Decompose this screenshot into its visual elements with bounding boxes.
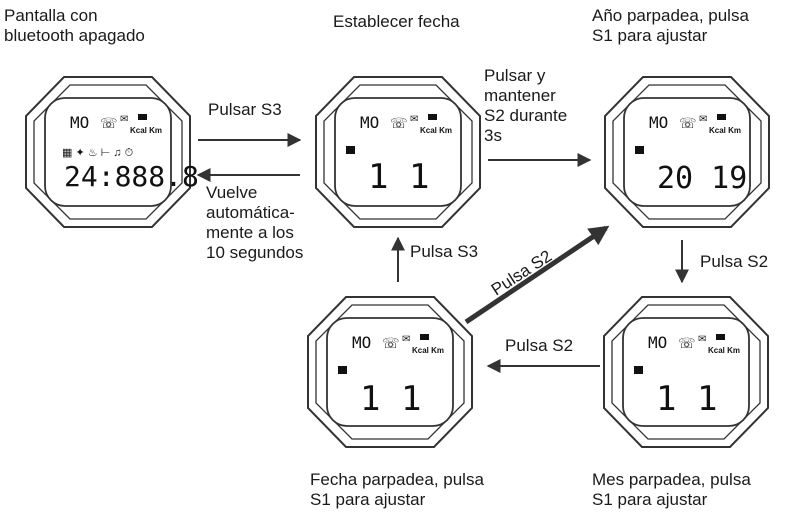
label-press-s2-down: Pulsa S2 — [700, 252, 769, 271]
watch-digits: 1 1 — [656, 379, 717, 419]
watch-top-icons: MO — [648, 333, 667, 352]
caption-date-blink: Fecha parpadea, pulsa S1 para ajustar — [310, 470, 484, 509]
watch-units: Kcal Km — [412, 346, 444, 355]
calendar-icon — [634, 366, 643, 374]
caption-year-blink: Año parpadea, pulsa S1 para ajustar — [592, 6, 749, 45]
mail-icon: ✉ — [699, 114, 707, 125]
label-press-s3-up: Pulsa S3 — [410, 242, 479, 261]
phone-icon: ☏ — [100, 115, 118, 131]
battery-icon — [717, 114, 726, 120]
watch-year-blink: MO ☏ ✉ Kcal Km 20 19 — [604, 76, 770, 228]
caption-set-date: Establecer fecha — [333, 12, 460, 31]
battery-icon — [428, 114, 437, 120]
mail-icon: ✉ — [410, 114, 418, 125]
caption-bt-off: Pantalla con bluetooth apagado — [4, 6, 145, 45]
watch-top-icons: MO — [649, 113, 668, 132]
watch-top-icons: MO — [70, 113, 89, 132]
battery-icon — [420, 334, 429, 340]
watch-top-icons: MO — [360, 113, 379, 132]
calendar-icon — [346, 146, 355, 154]
phone-icon: ☏ — [390, 115, 408, 131]
label-press-s3: Pulsar S3 — [208, 100, 282, 119]
phone-icon: ☏ — [382, 335, 400, 351]
watch-units: Kcal Km — [708, 346, 740, 355]
phone-icon: ☏ — [678, 335, 696, 351]
battery-icon — [716, 334, 725, 340]
watch-digits: 1 1 — [360, 379, 421, 419]
phone-icon: ☏ — [679, 115, 697, 131]
battery-icon — [138, 114, 147, 120]
arrow-date-to-year — [464, 225, 610, 325]
watch-digits: 24:888.8 — [64, 160, 199, 193]
calendar-icon — [635, 146, 644, 154]
watch-units: Kcal Km — [709, 126, 741, 135]
mail-icon: ✉ — [120, 114, 128, 125]
watch-date-blink: MO ☏ ✉ Kcal Km 1 1 — [307, 296, 473, 448]
sport-icons-row: ▦ ✦ ♨ ⊢ ♫ ⏱ — [62, 147, 133, 159]
calendar-icon — [338, 366, 347, 374]
watch-month-blink: MO ☏ ✉ Kcal Km 1 1 — [603, 296, 769, 448]
label-auto-return: Vuelve automática- mente a los 10 segund… — [206, 183, 304, 262]
watch-top-icons: MO — [352, 333, 371, 352]
watch-digits: 1 1 — [368, 157, 429, 197]
mail-icon: ✉ — [402, 334, 410, 345]
watch-digits: 20 19 — [657, 161, 747, 196]
caption-month-blink: Mes parpadea, pulsa S1 para ajustar — [592, 470, 751, 509]
watch-units: Kcal Km — [130, 126, 162, 135]
label-press-s2-left: Pulsa S2 — [505, 336, 574, 355]
label-press-s2-diagonal: Pulsa S2 — [488, 246, 555, 299]
label-hold-s2: Pulsar y mantener S2 durante 3s — [484, 66, 568, 145]
watch-set-date: MO ☏ ✉ Kcal Km 1 1 — [315, 76, 481, 228]
watch-units: Kcal Km — [420, 126, 452, 135]
mail-icon: ✉ — [698, 334, 706, 345]
watch-bt-off: MO ☏ ✉ Kcal Km ▦ ✦ ♨ ⊢ ♫ ⏱ 24:888.8 — [25, 76, 199, 228]
